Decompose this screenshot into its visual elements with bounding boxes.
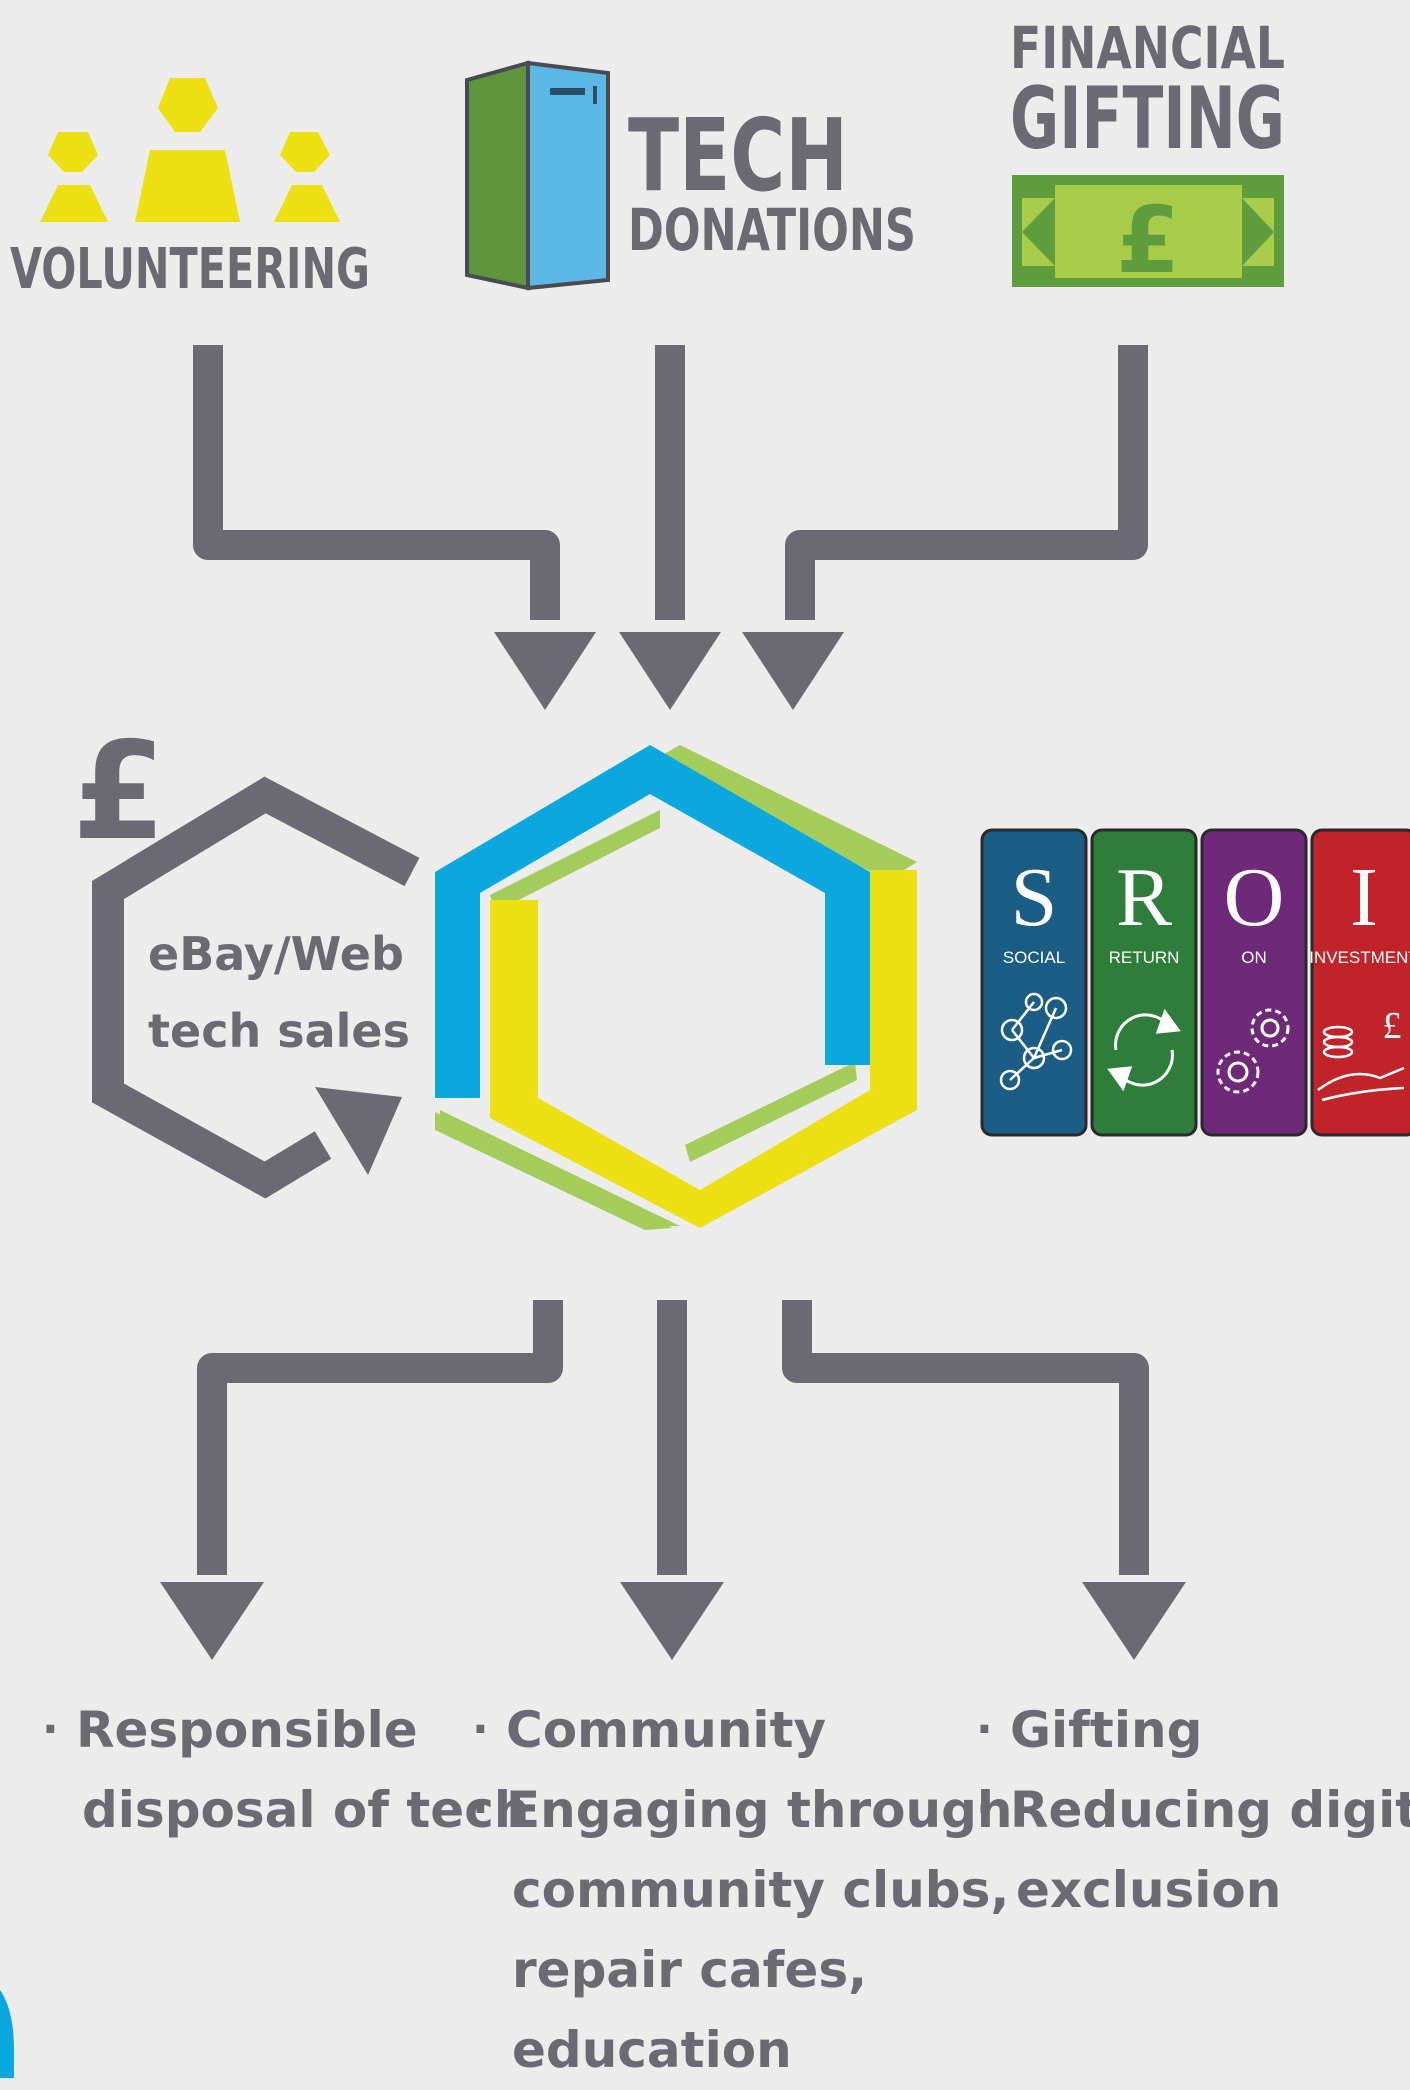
outcome-item: Reducing digital bbox=[972, 1770, 1410, 1850]
sroi-banner: S SOCIAL R RETURN O bbox=[980, 828, 1410, 1137]
outcome-column-gifting: Gifting Reducing digital exclusion bbox=[972, 1690, 1410, 1930]
cycle-label-line2: tech sales bbox=[148, 1004, 410, 1058]
outcome-item: Responsible bbox=[38, 1690, 529, 1770]
tech-title: TECH bbox=[628, 97, 848, 214]
arrow-gifting bbox=[782, 1300, 1149, 1575]
sroi-letter-i: I bbox=[1350, 851, 1378, 944]
arrow-disposal bbox=[197, 1300, 563, 1575]
input-arrows bbox=[193, 345, 1148, 620]
outcome-item-continued: community clubs, bbox=[512, 1861, 1010, 1919]
cycle-arrowhead bbox=[315, 1087, 402, 1175]
network-icon bbox=[999, 992, 1073, 1091]
gears-icon bbox=[1216, 1008, 1290, 1094]
outcomes: Responsible disposal of tech Community E… bbox=[0, 1690, 1410, 2079]
investment-pound-symbol: £ bbox=[1383, 1005, 1402, 1047]
pound-symbol: £ bbox=[1116, 187, 1180, 294]
outcome-item-continued: disposal of tech bbox=[82, 1781, 530, 1839]
outcome-item: Community bbox=[468, 1690, 1013, 1770]
sales-cycle: £ eBay/Web tech sales bbox=[72, 713, 420, 1199]
sroi-word-return: RETURN bbox=[1109, 948, 1180, 967]
banknote-icon: £ bbox=[1012, 175, 1284, 294]
arrow-financial bbox=[785, 345, 1148, 620]
outcome-column-community: Community Engaging through community clu… bbox=[468, 1690, 1013, 2090]
outcome-column-disposal: Responsible disposal of tech bbox=[38, 1690, 529, 1850]
volunteering-icon bbox=[40, 78, 340, 222]
financial-label: FINANCIAL bbox=[1010, 14, 1285, 82]
volunteering-label: VOLUNTEERING bbox=[10, 237, 370, 302]
edge-bubble-decoration bbox=[0, 1990, 14, 2078]
sroi-panel-on: O ON bbox=[1200, 828, 1308, 1137]
input-arrowheads bbox=[494, 632, 844, 710]
sroi-panel-investment: I INVESTMENT £ bbox=[1309, 828, 1410, 1137]
recycle-icon bbox=[1107, 1008, 1181, 1092]
arrow-volunteering bbox=[193, 345, 560, 620]
outcome-item-continued: education bbox=[512, 2021, 792, 2079]
gifting-title: GIFTING bbox=[1010, 69, 1285, 169]
output-arrowheads bbox=[160, 1582, 1186, 1660]
sroi-word-on: ON bbox=[1241, 948, 1267, 967]
cycle-pound-symbol: £ bbox=[72, 713, 166, 870]
sroi-panel-social: S SOCIAL bbox=[980, 828, 1088, 1137]
hexagon-logo bbox=[435, 745, 917, 1230]
output-arrows bbox=[197, 1300, 1149, 1575]
sroi-letter-r: R bbox=[1116, 851, 1172, 944]
outcome-item-continued: exclusion bbox=[1016, 1861, 1282, 1919]
donations-label: DONATIONS bbox=[628, 196, 916, 264]
money-hand-icon bbox=[1317, 1025, 1405, 1102]
sroi-word-social: SOCIAL bbox=[1003, 948, 1065, 967]
outcome-item: Engaging through bbox=[468, 1770, 1013, 1850]
sroi-word-investment: INVESTMENT bbox=[1309, 948, 1410, 967]
sroi-panel-return: R RETURN bbox=[1090, 828, 1198, 1137]
cycle-label-line1: eBay/Web bbox=[148, 927, 404, 981]
outcome-item: Gifting bbox=[972, 1690, 1410, 1770]
outcome-item-continued: repair cafes, bbox=[512, 1941, 868, 1999]
server-icon bbox=[465, 60, 610, 291]
sroi-letter-o: O bbox=[1224, 851, 1285, 944]
sroi-letter-s: S bbox=[1011, 851, 1058, 944]
